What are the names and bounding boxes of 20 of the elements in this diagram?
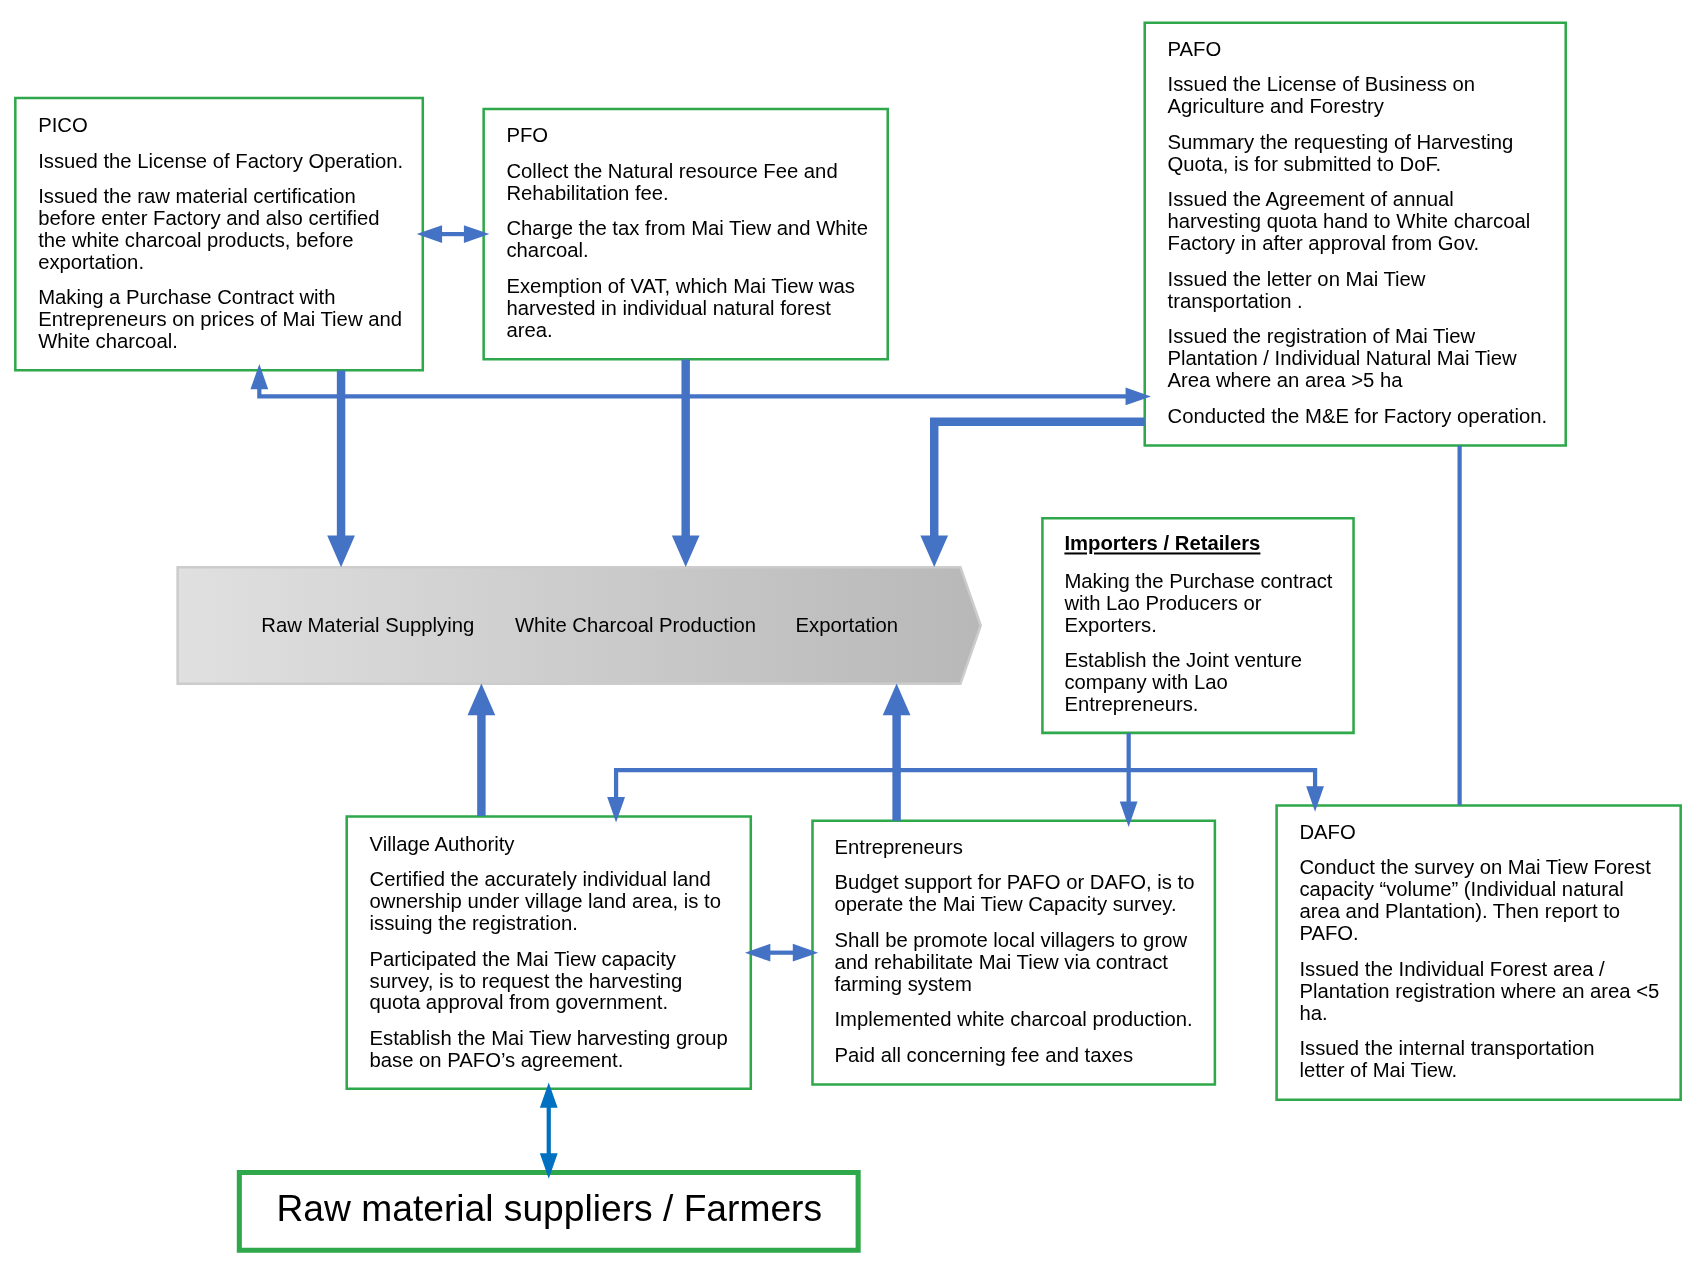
arrow — [671, 359, 700, 568]
arrow — [744, 943, 819, 962]
node-box: Village Authority Certified the accurately individual land ownership under village land area, is to issuing the registration. Participated the Mai Tiew capacity survey, is to request the harvesting quota approval from government. Establish the Mai Tiew harvesting group base on PAFO’s agreement. — [345, 815, 753, 1091]
arrow — [539, 1082, 558, 1179]
node-box: PFO Collect the Natural resource Fee and Rehabilitation fee. Charge the tax from Mai Tiew and White charcoal. Exemption of VAT, which Mai Tiew was harvested in individual natural forest area. — [482, 107, 889, 361]
arrow — [882, 683, 911, 821]
node-box: PAFO Issued the License of Business on Agriculture and Forestry Summary the requesting of Harvesting Quota, is for submitted to DoF. Issued the Agreement of annual harvesting quota hand to White charcoal Factory in after approval from Gov. Issued the letter on Mai Tiew transportation . Issued the registration of Mai Tiew Plantation / Individual Natural Mai Tiew Area where an area >5 ha Conducted the M&E for Factory operation. — [1143, 21, 1567, 447]
node-box: Importers / Retailers Making the Purchase contract with Lao Producers or Exporters. Establish the Joint venture company with Lao Entrepreneurs. — [1041, 516, 1355, 735]
arrow — [1119, 733, 1138, 827]
arrow — [327, 370, 355, 568]
node-box: DAFO Conduct the survey on Mai Tiew Forest capacity “volume” (Individual natural area and Plantation). Then report to PAFO. Issued the Individual Forest area / Plantation registration where an area <5 ha. Issued the internal transportation letter of Mai Tiew. — [1275, 804, 1682, 1102]
arrow — [920, 417, 1145, 568]
node-box: Raw material suppliers / Farmers — [236, 1169, 861, 1253]
node-box: Entrepreneurs Budget support for PAFO or DAFO, is to operate the Mai Tiew Capacity survey. Shall be promote local villagers to grow and rehabilitate Mai Tiew via contract farming system Implemented white charcoal production. Paid all concerning fee and taxes — [811, 819, 1217, 1086]
arrow — [607, 767, 1324, 823]
arrow — [467, 683, 496, 817]
connector — [1457, 445, 1462, 806]
node-box: PICO Issued the License of Factory Operation. Issued the raw material certification before enter Factory and also certified the white charcoal products, before exportation. Making a Purchase Contract with Entrepreneurs on prices of Mai Tiew and White charcoal. — [14, 96, 425, 372]
arrow — [416, 225, 490, 243]
arrow — [250, 363, 1151, 406]
